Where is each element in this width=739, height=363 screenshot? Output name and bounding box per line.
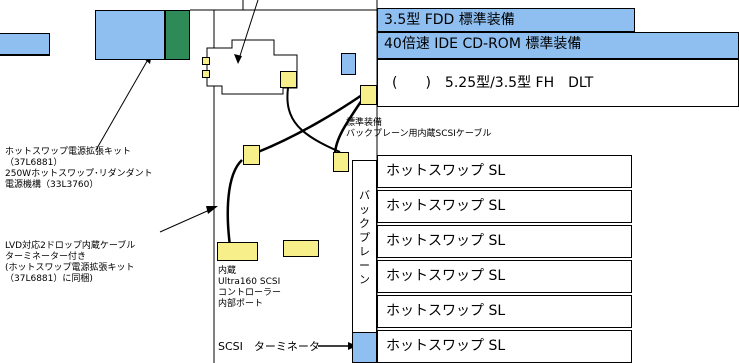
hotswap-slot-2: ホットスワップ SL — [377, 190, 632, 223]
backplane-char: ク — [359, 217, 370, 230]
label-psu-kit-2: （37L6881） — [5, 158, 63, 168]
backplane-label: バ ッ ク プ レ ー ン — [353, 189, 376, 287]
hotswap-slot-4: ホットスワップ SL — [377, 260, 632, 293]
label-internal-1: 内蔵 — [218, 266, 237, 276]
small-blue-connector — [341, 53, 356, 75]
label-std-cable-1: 標準装備 — [346, 118, 383, 128]
pointer-arrow-lvd — [206, 206, 218, 214]
label-std-cable-2: バックプレーン用内蔵SCSIケーブル — [346, 129, 492, 139]
optional-bay: ( ) 5.25型/3.5型 FH DLT — [377, 59, 739, 107]
pointer-arrow-top — [234, 54, 242, 64]
label-internal-4: 内部ポート — [218, 299, 264, 309]
hotswap-slot-3: ホットスワップ SL — [377, 225, 632, 258]
board-connector-2 — [202, 70, 210, 78]
backplane-char: ン — [359, 273, 370, 286]
internal-cable-thin — [286, 87, 341, 153]
board-connector-1 — [202, 57, 210, 65]
label-internal-3: コントローラー — [218, 288, 282, 298]
label-scsi-terminator: SCSI ターミネーター — [218, 340, 331, 353]
controller-port-1 — [217, 242, 258, 261]
label-lvd-1: LVD対応2ドロップ内蔵ケーブル — [5, 241, 136, 251]
backplane-char: ッ — [359, 203, 370, 216]
label-lvd-3: (ホットスワップ電源拡張キット — [5, 263, 135, 273]
left-blue-line — [0, 55, 50, 56]
pointer-line-top — [237, 0, 259, 63]
hotswap-slot-6: ホットスワップ SL — [377, 330, 632, 363]
fdd-bay: 3.5型 FDD 標準装備 — [377, 8, 635, 32]
psu-green-block — [165, 10, 190, 60]
label-lvd-4: （37L6881）に同梱) — [5, 274, 93, 284]
left-blue-block — [0, 33, 50, 55]
label-internal-2: Ultra160 SCSI — [218, 277, 281, 287]
label-psu-kit-3: 250Wホットスワップ･リダンダント — [5, 169, 153, 179]
backplane-char: レ — [359, 245, 370, 258]
terminator-block — [352, 332, 377, 363]
board-connector-3 — [280, 71, 297, 88]
backplane-char: ー — [359, 259, 370, 272]
system-board-outline — [206, 39, 298, 95]
hotswap-slot-5: ホットスワップ SL — [377, 295, 632, 328]
pointer-line-psu — [95, 55, 151, 151]
backplane-char: バ — [359, 189, 370, 202]
cdrom-bay: 40倍速 IDE CD-ROM 標準装備 — [377, 32, 739, 59]
scsi-cable-upper — [257, 93, 363, 154]
controller-port-2 — [283, 240, 319, 257]
hotswap-slot-1: ホットスワップ SL — [377, 155, 632, 188]
backplane: バ ッ ク プ レ ー ン — [352, 160, 377, 363]
backplane-char: プ — [359, 231, 370, 244]
label-psu-kit-1: ホットスワップ電源拡張キット — [5, 147, 132, 157]
bay-connector — [360, 85, 377, 105]
pointer-line-lvd — [159, 207, 215, 233]
label-lvd-2: ターミネーター付き — [5, 252, 87, 262]
cable-connector-left — [243, 145, 260, 165]
scsi-cable-right — [333, 99, 364, 156]
scsi-cable-lower — [226, 159, 243, 247]
psu-blue-block — [95, 10, 165, 60]
cable-connector-mid — [333, 152, 349, 172]
label-psu-kit-4: 電源機構（33L3760） — [5, 180, 99, 190]
